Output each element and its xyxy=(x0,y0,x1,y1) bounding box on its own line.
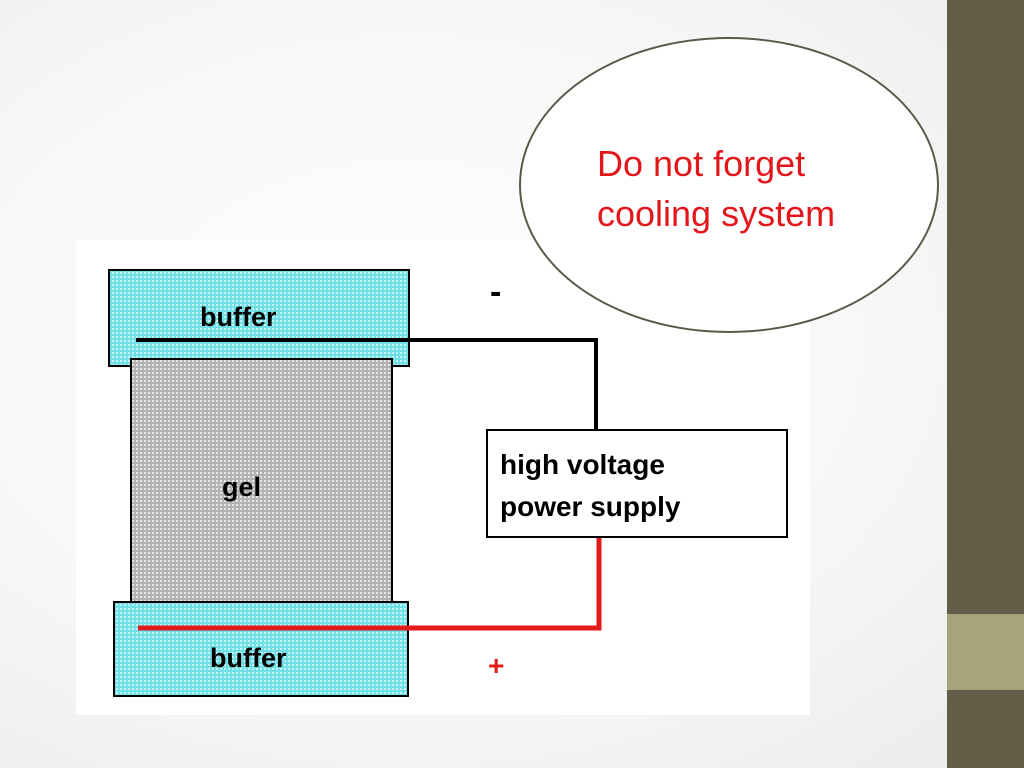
cooling-callout: Do not forget cooling system xyxy=(519,37,939,333)
negative-wire xyxy=(136,338,598,432)
power-supply-line2: power supply xyxy=(500,491,681,522)
bottom-buffer xyxy=(113,601,409,697)
positive-wire xyxy=(138,536,602,631)
power-supply-line1: high voltage xyxy=(500,449,665,480)
gel-slab xyxy=(130,358,393,612)
positive-sign: + xyxy=(488,650,504,681)
top-buffer-label: buffer xyxy=(200,302,277,332)
slide-sidebar-accent xyxy=(947,614,1024,690)
negative-sign: - xyxy=(490,273,501,311)
electrophoresis-diagram: buffer gel buffer high voltage power sup… xyxy=(108,269,788,697)
gel-label: gel xyxy=(222,472,261,502)
callout-line-2: cooling system xyxy=(597,193,836,234)
bottom-buffer-label: buffer xyxy=(210,643,287,673)
callout-text: Do not forget cooling system xyxy=(597,139,897,239)
callout-line-1: Do not forget xyxy=(597,143,806,184)
power-supply-box xyxy=(486,429,788,538)
